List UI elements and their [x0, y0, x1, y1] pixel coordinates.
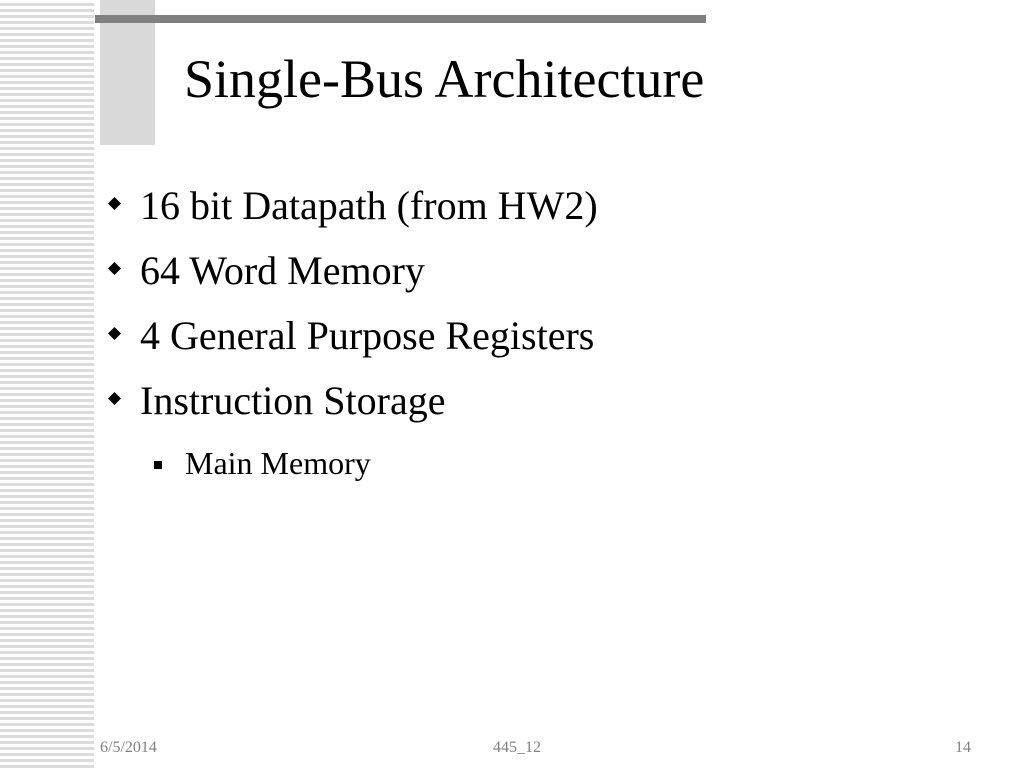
slide-number: 14 [955, 739, 971, 756]
square-bullet-icon [154, 461, 162, 469]
striped-margin-decoration [0, 0, 94, 768]
diamond-bullet-icon [108, 197, 121, 210]
bullet-text: Instruction Storage [140, 378, 446, 423]
diamond-bullet-icon [108, 327, 121, 340]
diamond-bullet-icon [108, 262, 121, 275]
footer-course-label: 445_12 [493, 739, 541, 756]
bullet-text: 4 General Purpose Registers [140, 313, 595, 358]
sub-bullet-item: Main Memory [104, 440, 984, 490]
footer-date: 6/5/2014 [100, 739, 157, 756]
bullet-text: 64 Word Memory [140, 248, 425, 293]
bullet-item: Instruction Storage [104, 375, 984, 440]
bullet-item: 16 bit Datapath (from HW2) [104, 180, 984, 245]
bullet-item: 64 Word Memory [104, 245, 984, 310]
diamond-bullet-icon [108, 392, 121, 405]
title-rule-line [95, 15, 706, 23]
bullet-list: 16 bit Datapath (from HW2) 64 Word Memor… [104, 180, 984, 490]
sub-bullet-text: Main Memory [185, 445, 371, 481]
slide-title: Single-Bus Architecture [184, 49, 705, 109]
bullet-item: 4 General Purpose Registers [104, 310, 984, 375]
bullet-text: 16 bit Datapath (from HW2) [140, 183, 598, 228]
title-accent-block [100, 0, 155, 145]
